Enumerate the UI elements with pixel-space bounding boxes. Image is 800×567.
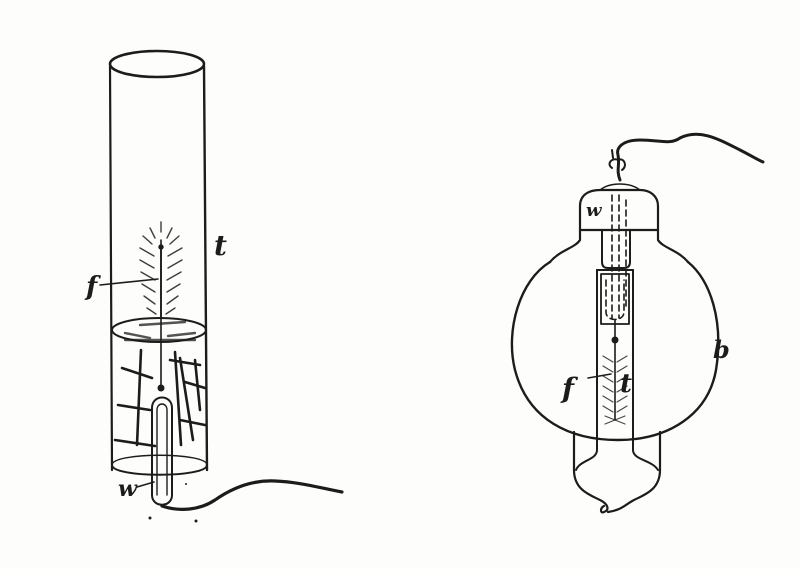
tube-bottom-rim [111, 464, 208, 476]
left-apparatus [99, 49, 344, 523]
bulb-base [572, 430, 609, 514]
external-wire [160, 479, 344, 511]
label-wire-right: w [586, 200, 603, 221]
tube-right-wall [202, 64, 209, 472]
label-tube-right: t [620, 369, 632, 399]
lead-wire [616, 132, 765, 182]
brush-discharge [139, 221, 183, 315]
inner-u-tube [151, 396, 173, 506]
label-filament-right: f [560, 372, 579, 405]
liquid-surface [111, 317, 207, 343]
label-filament-left: f [84, 272, 101, 302]
tube-left-wall [108, 64, 114, 472]
label-wire-left: w [118, 476, 138, 502]
brush-discharge [602, 355, 628, 425]
right-apparatus [510, 132, 765, 514]
label-bulb: b [713, 335, 730, 364]
bulb-globe [510, 260, 720, 442]
liquid-hatching [113, 348, 207, 448]
junction-dot [157, 384, 165, 392]
tube-top-rim [108, 49, 206, 79]
label-tube-left: t [214, 229, 227, 262]
